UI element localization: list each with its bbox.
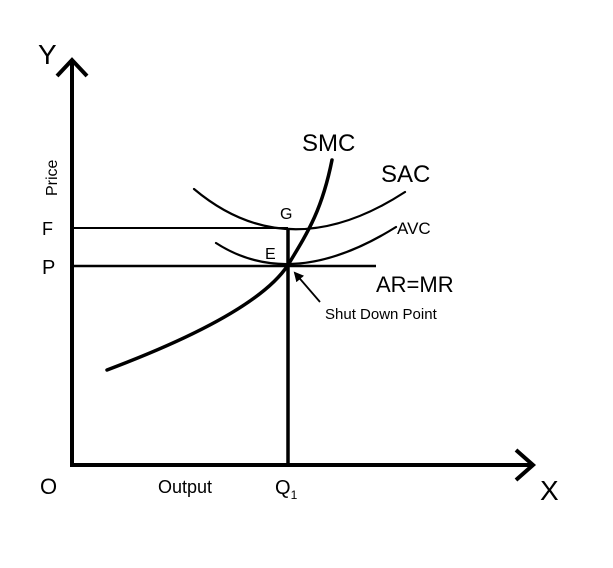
- shutdown-arrow: [293, 271, 321, 303]
- origin-label: O: [40, 474, 57, 499]
- y-axis-title: Price: [44, 159, 61, 196]
- smc-label: SMC: [302, 130, 355, 157]
- ar-mr-label: AR=MR: [376, 272, 454, 297]
- y-axis-label: Y: [38, 39, 57, 70]
- x-axis-title: Output: [158, 477, 212, 497]
- point-label-g: G: [280, 206, 292, 223]
- price-label-p: P: [42, 257, 55, 279]
- y-axis: [55, 57, 89, 466]
- sac-label: SAC: [381, 161, 430, 188]
- smc-curve: [105, 158, 334, 372]
- shutdown-point-label: Shut Down Point: [325, 306, 438, 323]
- point-label-e: E: [265, 246, 276, 263]
- x-axis-label: X: [540, 475, 559, 506]
- output-label-q1: Q1: [275, 477, 298, 502]
- sac-curve: [192, 187, 407, 231]
- avc-label: AVC: [397, 219, 431, 238]
- avc-curve: [214, 225, 398, 266]
- price-label-f: F: [42, 219, 53, 239]
- x-axis: [70, 448, 537, 482]
